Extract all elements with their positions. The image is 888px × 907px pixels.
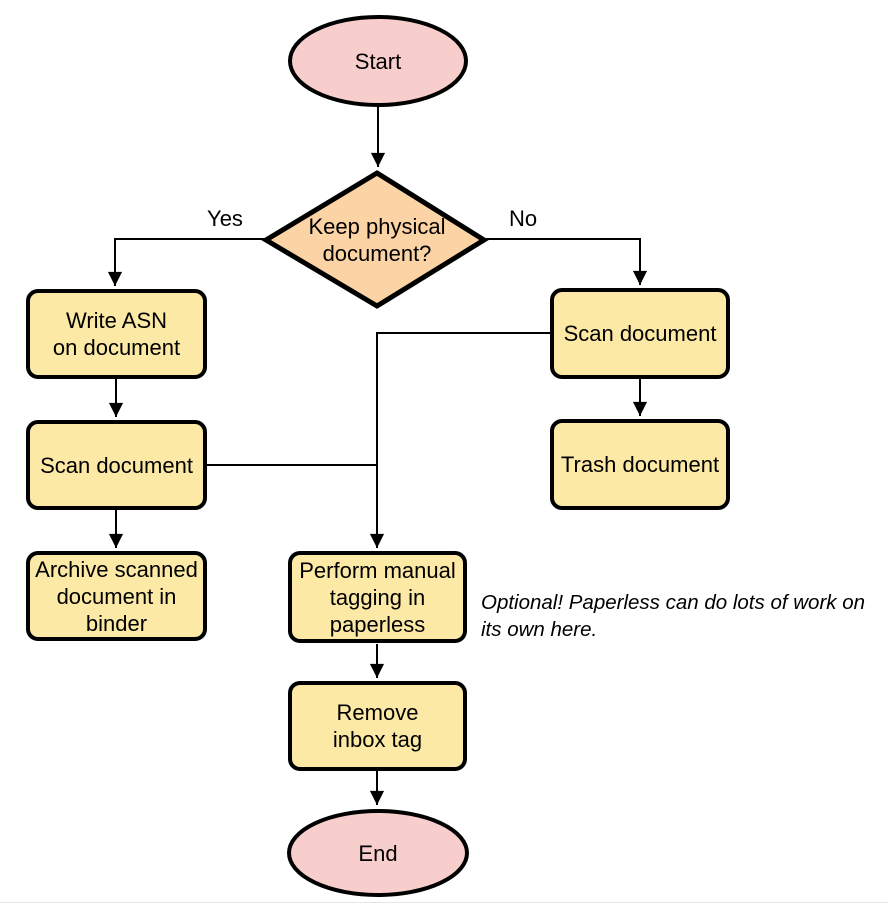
optional-annotation: Optional! Paperless can do lots of work … bbox=[481, 591, 866, 641]
trash-node-shape bbox=[550, 419, 730, 510]
scan-left-node-shape bbox=[26, 420, 207, 510]
yes-edge-label: Yes bbox=[207, 206, 243, 231]
no-edge-label: No bbox=[508, 206, 538, 231]
end-node-shape bbox=[287, 809, 469, 897]
start-node-shape bbox=[288, 15, 468, 107]
edge-decision-yes-to-write-asn bbox=[107, 238, 265, 286]
remove-inbox-node-shape bbox=[288, 681, 467, 771]
archive-node-shape bbox=[26, 551, 207, 641]
edge-decision-no-to-scan-right bbox=[485, 238, 648, 285]
decision-node-shape bbox=[261, 170, 489, 309]
scan-right-node-shape bbox=[550, 288, 730, 379]
write-asn-node-shape bbox=[26, 289, 207, 379]
bottom-divider bbox=[0, 902, 888, 903]
tagging-node-shape bbox=[288, 551, 467, 643]
edge-scan-right-to-tagging bbox=[369, 332, 551, 548]
